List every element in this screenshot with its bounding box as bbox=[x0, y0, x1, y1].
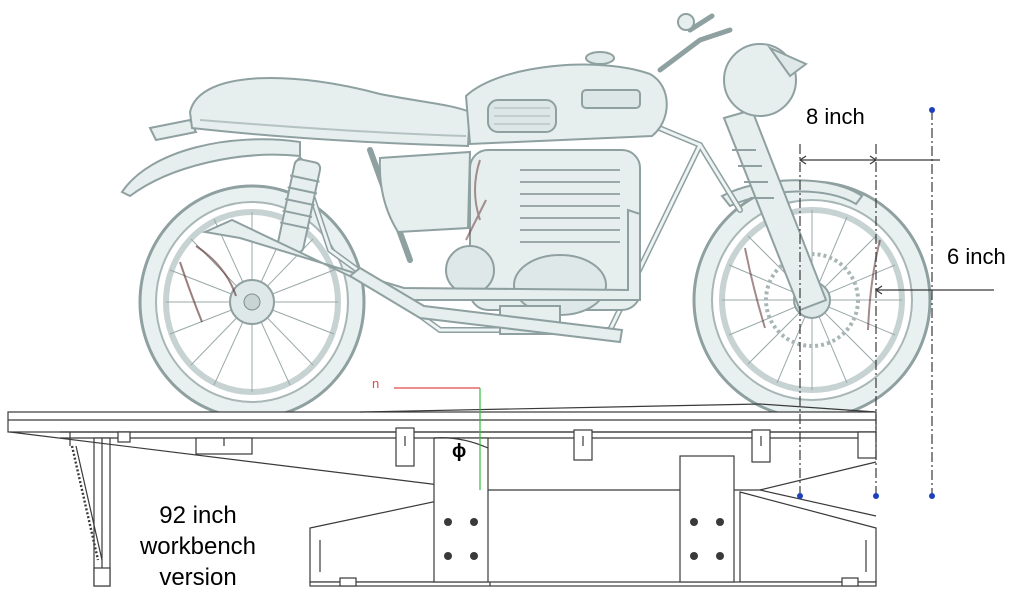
dimension-lines bbox=[798, 110, 994, 496]
offset-dimension-label: 6 inch bbox=[947, 244, 1006, 269]
headlight bbox=[723, 43, 808, 117]
motorcycle-render bbox=[120, 13, 932, 420]
rear-wheel bbox=[138, 184, 366, 420]
width-dimension-label: 8 inch bbox=[806, 104, 865, 129]
frame-tag-label: n bbox=[372, 376, 380, 391]
workbench-note-line3: version bbox=[159, 564, 237, 591]
workbench-note-line2: workbench bbox=[139, 533, 257, 560]
rear-fender bbox=[120, 138, 301, 198]
engine bbox=[445, 149, 641, 335]
pivot-symbol: ɸ bbox=[452, 441, 467, 462]
exhaust-pipe bbox=[201, 208, 641, 301]
seat bbox=[188, 76, 472, 148]
bolt-holes bbox=[444, 518, 724, 560]
side-cover bbox=[378, 150, 472, 234]
workbench-note-line1: 92 inch bbox=[159, 502, 237, 529]
workbench-frame bbox=[7, 403, 877, 587]
handlebars bbox=[657, 13, 733, 73]
workbench-note: 92 inch workbench version bbox=[128, 500, 268, 593]
dimension-markers bbox=[797, 107, 935, 499]
